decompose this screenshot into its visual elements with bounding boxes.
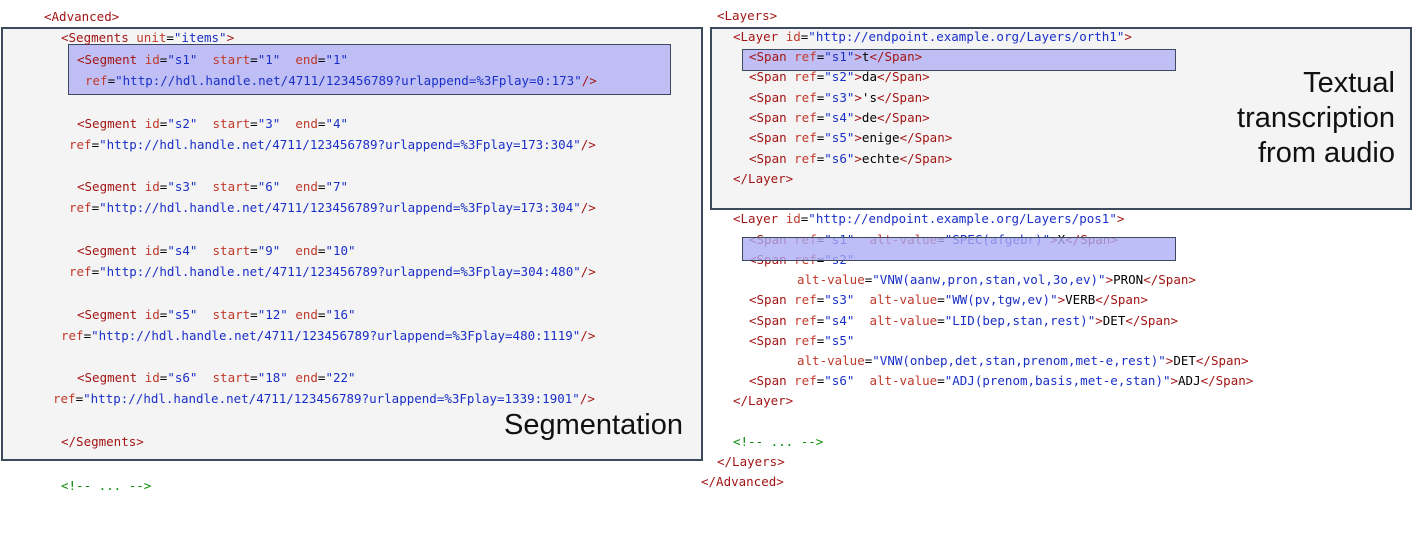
orth-span-s3: <Span ref="s3">'s</Span> — [749, 89, 930, 105]
orth-span-s1: <Span ref="s1">t</Span> — [749, 49, 923, 64]
right-comment: <!-- ... --> — [733, 434, 824, 449]
segment-s2-ref: ref="http://hdl.handle.net/4711/12345678… — [69, 137, 596, 152]
orth-layer-close-tag: </Layer> — [733, 171, 794, 186]
pos-span-s2-alt: alt-value="VNW(aanw,pron,stan,vol,3o,ev)… — [797, 272, 1196, 287]
orth-span-s2: <Span ref="s2">da</Span> — [749, 69, 930, 85]
segment-s4-ref: ref="http://hdl.handle.net/4711/12345678… — [69, 264, 596, 279]
segment-s3-line: <Segment id="s3" start="6" end="7" — [77, 179, 349, 194]
transcription-caption: Textual transcription from audio — [1237, 66, 1395, 171]
segment-s5-line: <Segment id="s5" start="12" end="16" — [77, 307, 356, 322]
orth-span-s1-highlight — [742, 49, 1176, 71]
segment-s1-highlight — [68, 44, 671, 95]
pos-span-s3: <Span ref="s3" alt-value="WW(pv,tgw,ev)"… — [749, 292, 1148, 307]
segment-s3-ref: ref="http://hdl.handle.net/4711/12345678… — [69, 200, 596, 215]
pos-span-s5: <Span ref="s5" — [749, 333, 855, 348]
pos-span-s5-alt: alt-value="VNW(onbep,det,stan,prenom,met… — [797, 353, 1249, 368]
layers-close-tag: </Layers> — [717, 454, 785, 469]
caption-line-2: transcription — [1237, 102, 1395, 134]
segment-s6-ref: ref="http://hdl.handle.net/4711/12345678… — [53, 391, 595, 406]
segmentation-panel — [1, 27, 703, 461]
segment-s6-line: <Segment id="s6" start="18" end="22" — [77, 370, 356, 385]
orth-span-s4: <Span ref="s4">de</Span> — [749, 109, 930, 125]
caption-line-1: Textual — [1303, 67, 1395, 99]
segment-s2-line: <Segment id="s2" start="3" end="4" — [77, 116, 349, 131]
segment-s1-ref: ref="http://hdl.handle.net/4711/12345678… — [85, 73, 597, 88]
orth-span-s6: <Span ref="s6">echte</Span> — [749, 150, 953, 166]
layers-open-tag: <Layers> — [717, 8, 778, 23]
segmentation-caption: Segmentation — [504, 409, 683, 441]
orth-layer-open-tag: <Layer id="http://endpoint.example.org/L… — [733, 29, 1132, 44]
segment-s5-ref: ref="http://hdl.handle.net/4711/12345678… — [61, 328, 596, 343]
advanced-open-tag: <Advanced> — [44, 9, 120, 24]
segments-open-tag: <Segments unit="items"> — [61, 30, 235, 45]
segment-s1-line: <Segment id="s1" start="1" end="1" — [77, 52, 349, 67]
left-comment: <!-- ... --> — [61, 478, 152, 493]
pos-span-s4: <Span ref="s4" alt-value="LID(bep,stan,r… — [749, 313, 1179, 328]
advanced-close-tag: </Advanced> — [701, 474, 784, 489]
caption-line-3: from audio — [1257, 137, 1395, 169]
pos-span-s1-highlight — [742, 237, 1176, 261]
orth-span-s5: <Span ref="s5">enige</Span> — [749, 130, 953, 146]
pos-layer-close-tag: </Layer> — [733, 393, 794, 408]
segments-close-tag: </Segments> — [61, 434, 144, 449]
pos-layer-open-tag: <Layer id="http://endpoint.example.org/L… — [733, 211, 1125, 226]
segment-s4-line: <Segment id="s4" start="9" end="10" — [77, 243, 356, 258]
pos-span-s6: <Span ref="s6" alt-value="ADJ(prenom,bas… — [749, 373, 1254, 388]
